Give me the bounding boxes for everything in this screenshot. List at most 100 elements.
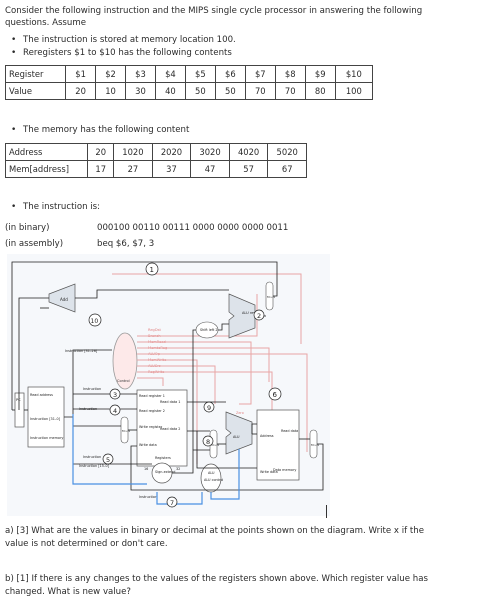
control-unit (112, 332, 138, 390)
table-cell: 1020 (113, 143, 153, 161)
assembly-label: (in assembly) (5, 239, 64, 249)
register-values-row: Value 20 10 30 40 50 50 70 70 80 100 (4, 82, 374, 100)
table-cell: $8 (274, 65, 306, 83)
mux-label: M u x (211, 443, 219, 447)
mux-label: M u x (267, 295, 275, 299)
instr-31-26-label: Instruction [31–26] (65, 349, 98, 353)
address-label: Address (260, 434, 274, 438)
question-b-line-2: changed. What is new value? (5, 587, 131, 597)
mux-label: M u x (311, 443, 319, 447)
table-cell: 67 (267, 160, 307, 178)
mux-label: M u x (122, 429, 130, 433)
marker-9-label: 9 (207, 404, 211, 412)
table-cell: $5 (184, 65, 216, 83)
assumption-list: The instruction is stored at memory loca… (8, 34, 236, 60)
marker-10 (88, 313, 102, 327)
marker-1-label: 1 (150, 266, 154, 274)
read-address-label: Read address (30, 393, 53, 397)
register-header: Register (4, 65, 67, 83)
marker-4 (109, 404, 121, 416)
address-header: Address (4, 143, 89, 161)
register-names-row: Register $1 $2 $3 $4 $5 $6 $7 $8 $9 $10 (4, 65, 374, 83)
mem-address-header: Mem[address] (4, 160, 89, 178)
table-cell: 40 (154, 82, 186, 100)
read-data-1-label: Read data 1 (160, 400, 180, 404)
read-data-2-label: Read data 2 (160, 427, 180, 431)
table-cell: 100 (334, 82, 374, 100)
marker-1 (145, 262, 159, 276)
table-cell: $4 (154, 65, 186, 83)
table-cell: $3 (125, 65, 156, 83)
shift-left-label: Shift left 2 (200, 328, 218, 332)
alu-label: ALU (233, 435, 240, 439)
read-register-1-label: Read register 1 (139, 394, 165, 398)
bullet-register-contents: Reregisters $1 to $10 has the following … (8, 47, 236, 60)
sign-extend-label: Sign-extend (155, 470, 175, 474)
read-data-label: Read data (281, 429, 298, 433)
data-memory (256, 409, 300, 481)
alu-result-label: ALU result (242, 311, 260, 315)
bits-32-label: 32 (176, 467, 180, 471)
alu-control-label: ALU control (204, 478, 223, 482)
highlighted-wires (72, 414, 240, 505)
bits-16-label: 16 (144, 467, 148, 471)
instruction-word-label: Instruction [31–0] (30, 417, 61, 421)
write-register-label: Write register (139, 425, 163, 429)
table-cell: 5020 (267, 143, 307, 161)
intro-line-1: Consider the following instruction and t… (5, 6, 423, 16)
registers-label: Registers (155, 456, 171, 460)
zero-label: Zero (236, 411, 244, 415)
question-a-line-2: value is not determined or don't care. (5, 539, 168, 549)
table-cell: $2 (95, 65, 126, 83)
table-cell: 50 (214, 82, 246, 100)
write-data-mem-label: Write data (260, 470, 278, 474)
binary-instruction: 000100 00110 00111 0000 0000 0000 0011 (97, 223, 289, 233)
bullet-instruction-location: The instruction is stored at memory loca… (8, 34, 236, 47)
read-register-2-label: Read register 2 (139, 409, 165, 413)
bullet-memory-content: The memory has the following content (8, 124, 189, 137)
table-cell: 37 (151, 160, 192, 178)
memory-bullet-list: The memory has the following content (8, 124, 189, 137)
table-cell: 50 (184, 82, 216, 100)
data-memory-label: Data memory (273, 468, 296, 472)
marker-5-label: 5 (106, 456, 110, 464)
assembly-instruction: beq $6, $7, 3 (97, 239, 155, 249)
table-cell: 30 (125, 82, 156, 100)
table-cell: $7 (244, 65, 276, 83)
table-cell: 27 (113, 160, 153, 178)
marker-8-label: 8 (206, 438, 210, 446)
register-table: Register $1 $2 $3 $4 $5 $6 $7 $8 $9 $10 … (4, 65, 374, 100)
marker-8 (202, 435, 214, 447)
memory-value-row: Mem[address] 17 27 37 47 57 67 (4, 160, 307, 178)
question-b-line-1: b) [1] If there is any changes to the va… (5, 574, 428, 584)
control-signal-wires (112, 273, 308, 464)
alu-label: ALU (208, 471, 215, 475)
table-cell: 3020 (190, 143, 230, 161)
table-cell: 57 (228, 160, 269, 178)
table-cell: 4020 (228, 143, 269, 161)
table-cell: $6 (214, 65, 246, 83)
table-cell: $9 (304, 65, 336, 83)
value-header: Value (4, 82, 67, 100)
table-cell: 47 (190, 160, 230, 178)
marker-9 (203, 401, 215, 413)
instr-15-11-label: Instruction (83, 455, 101, 459)
table-cell: 17 (87, 160, 115, 178)
instruction-bullet-list: The instruction is: (8, 201, 100, 214)
marker-4-label: 4 (113, 407, 117, 415)
marker-2 (253, 309, 265, 321)
table-cell: $1 (65, 65, 97, 83)
memory-table: Address 20 1020 2020 3020 4020 5020 Mem[… (4, 143, 307, 178)
text-cursor (326, 505, 327, 518)
bullet-instruction: The instruction is: (8, 201, 100, 214)
marker-6-label: 6 (273, 391, 278, 399)
datapath-diagram: Control RegDst Branch MemRead MemtoReg A… (7, 254, 330, 516)
pc-adder (48, 283, 76, 313)
table-cell: 70 (274, 82, 306, 100)
intro-line-2: questions. Assume (5, 18, 87, 28)
marker-7 (166, 496, 178, 508)
instr-5-0-label: Instruction (139, 495, 157, 499)
instr-15-0-label: Instruction [15–0] (79, 464, 110, 468)
branch-adder (228, 293, 256, 339)
table-cell: 70 (244, 82, 276, 100)
